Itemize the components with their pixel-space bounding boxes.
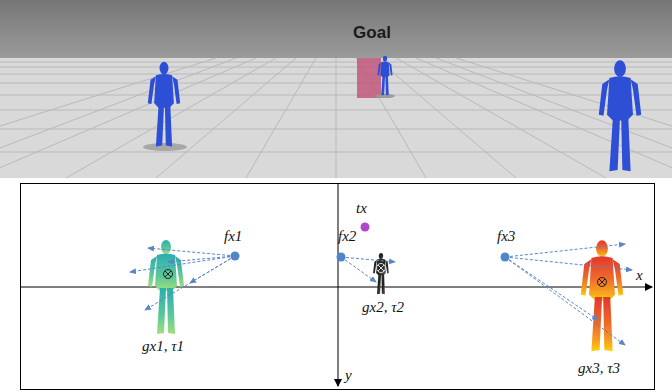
axis-label: x: [636, 267, 643, 284]
axis-label: y: [345, 367, 352, 384]
point-label: tx: [356, 200, 367, 217]
body-label: gx1, τ1: [142, 338, 184, 355]
point-label: fx2: [338, 228, 356, 245]
scene-title: Goal: [353, 24, 391, 43]
body-label: gx2, τ2: [362, 299, 404, 316]
body-label: gx3, τ3: [578, 360, 620, 377]
point-label: fx1: [224, 228, 242, 245]
point-label: fx3: [497, 228, 515, 245]
